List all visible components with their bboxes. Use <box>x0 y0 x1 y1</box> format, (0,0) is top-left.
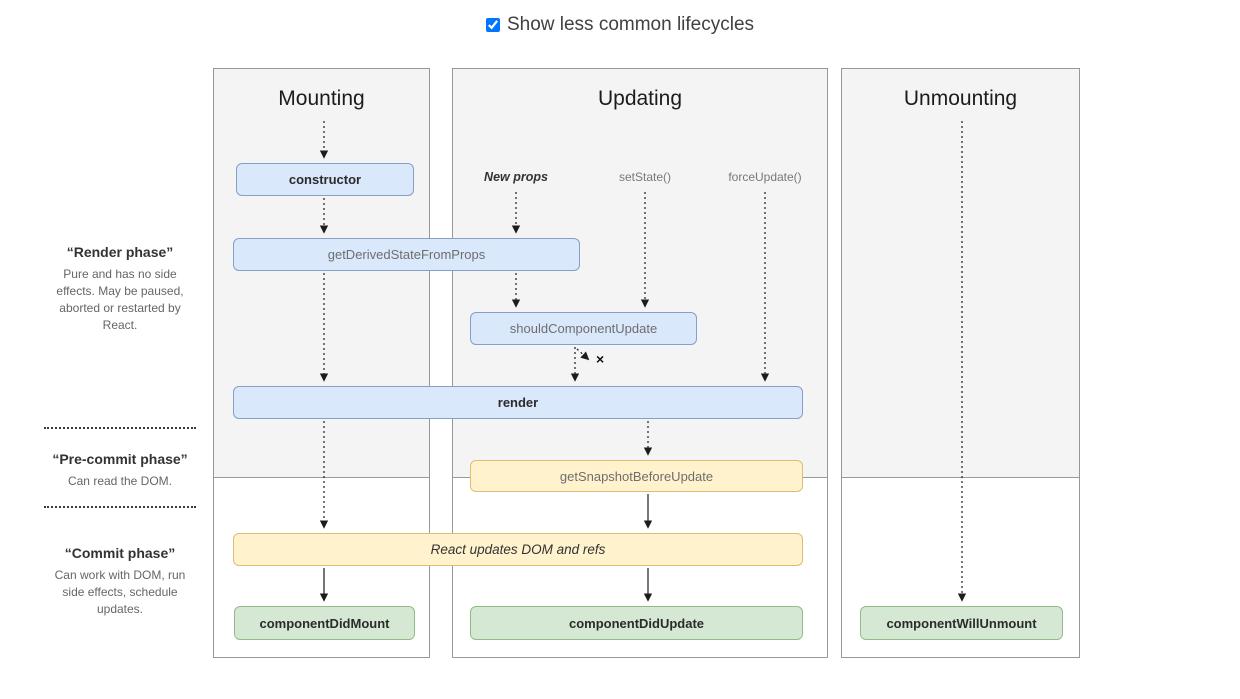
column-title-unmounting: Unmounting <box>903 87 1018 110</box>
phase-pre-commit: “Pre-commit phase” Can read the DOM. <box>40 451 200 490</box>
box-component-did-update[interactable]: componentDidUpdate <box>470 606 803 640</box>
trigger-set-state: setState() <box>618 170 672 184</box>
box-component-will-unmount-label: componentWillUnmount <box>886 615 1037 631</box>
column-title-mounting: Mounting <box>278 87 365 110</box>
phase-commit-title: “Commit phase” <box>64 545 176 561</box>
column-updating: Updating <box>452 68 828 658</box>
dotted-divider <box>44 427 196 429</box>
trigger-new-props: New props <box>484 170 548 184</box>
column-mounting: Mounting <box>213 68 430 658</box>
box-get-derived-state-from-props[interactable]: getDerivedStateFromProps <box>233 238 580 271</box>
box-component-did-update-label: componentDidUpdate <box>568 615 705 631</box>
box-component-did-mount-label: componentDidMount <box>259 615 390 631</box>
box-react-updates-dom: React updates DOM and refs <box>233 533 803 566</box>
box-get-snapshot-before-update[interactable]: getSnapshotBeforeUpdate <box>470 460 803 492</box>
box-component-did-mount[interactable]: componentDidMount <box>234 606 415 640</box>
render-phase-shade <box>842 69 1079 478</box>
toggle-label: Show less common lifecycles <box>506 14 755 35</box>
phase-commit-desc: Can work with DOM, run side effects, sch… <box>54 568 186 617</box>
box-should-component-update-label: shouldComponentUpdate <box>509 321 658 336</box>
box-render[interactable]: render <box>233 386 803 419</box>
column-unmounting: Unmounting <box>841 68 1080 658</box>
phase-render-title: “Render phase” <box>66 244 174 260</box>
box-react-updates-dom-label: React updates DOM and refs <box>430 542 606 557</box>
box-constructor[interactable]: constructor <box>236 163 414 196</box>
phase-render: “Render phase” Pure and has no side effe… <box>40 244 200 334</box>
phase-commit: “Commit phase” Can work with DOM, run si… <box>40 545 200 618</box>
column-title-updating: Updating <box>597 87 683 110</box>
phase-pre-commit-title: “Pre-commit phase” <box>52 451 188 467</box>
box-constructor-label: constructor <box>288 172 362 187</box>
show-less-common-toggle[interactable]: Show less common lifecycles <box>0 14 1240 36</box>
trigger-force-update: forceUpdate() <box>728 170 802 184</box>
box-component-will-unmount[interactable]: componentWillUnmount <box>860 606 1063 640</box>
update-cancelled-mark: × <box>596 351 605 367</box>
box-should-component-update[interactable]: shouldComponentUpdate <box>470 312 697 345</box>
box-render-label: render <box>497 395 539 410</box>
box-get-derived-state-from-props-label: getDerivedStateFromProps <box>327 247 486 262</box>
phase-pre-commit-desc: Can read the DOM. <box>67 474 173 488</box>
show-less-common-checkbox[interactable] <box>485 18 500 32</box>
phase-render-desc: Pure and has no side effects. May be pau… <box>56 267 184 333</box>
dotted-divider <box>44 506 196 508</box>
box-get-snapshot-before-update-label: getSnapshotBeforeUpdate <box>559 468 714 484</box>
